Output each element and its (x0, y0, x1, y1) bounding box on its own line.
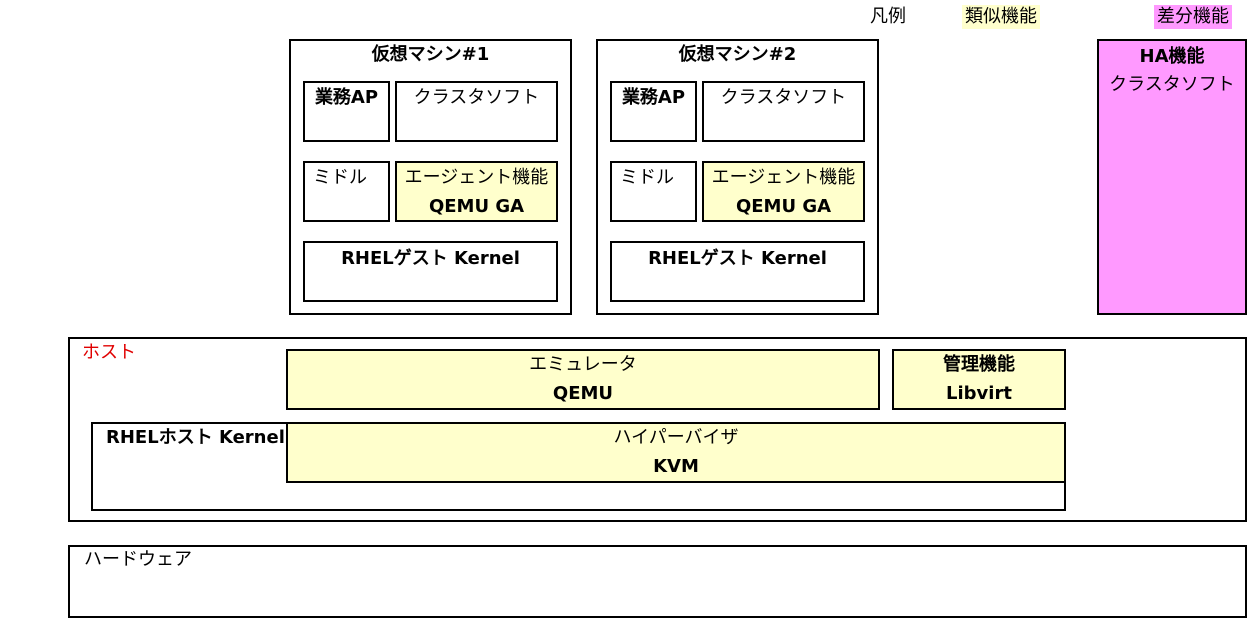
vm2-agent-sub: QEMU GA (735, 196, 832, 217)
vm1-kernel-label: RHELゲスト Kernel (341, 248, 520, 269)
legend-similar-chip: 類似機能 (962, 5, 1040, 29)
hypervisor-sub: KVM (653, 456, 699, 477)
vm1-middle-box: ミドル (303, 161, 390, 222)
vm2-kernel-label: RHELゲスト Kernel (648, 248, 827, 269)
hypervisor-box: ハイパーバイザ KVM (286, 422, 1066, 483)
host-kernel-label: RHELホスト Kernel (106, 427, 285, 448)
mgmt-label: 管理機能 (943, 354, 1015, 375)
vm1-agent-box: エージェント機能 QEMU GA (395, 161, 558, 222)
legend-title: 凡例 (870, 6, 906, 27)
vm2-cluster-label: クラスタソフト (720, 87, 847, 108)
emulator-sub: QEMU (552, 383, 614, 404)
vm2-agent-label: エージェント機能 (711, 167, 856, 188)
legend-diff-chip: 差分機能 (1154, 5, 1232, 29)
host-label: ホスト (82, 342, 136, 363)
vm2-agent-box: エージェント機能 QEMU GA (702, 161, 865, 222)
emulator-label: エミュレータ (529, 354, 637, 375)
mgmt-sub: Libvirt (946, 383, 1012, 404)
ha-title: HA機能 (1139, 46, 1205, 67)
emulator-box: エミュレータ QEMU (286, 349, 880, 410)
vm1-app-box: 業務AP (303, 81, 390, 142)
vm1-title: 仮想マシン#1 (371, 44, 490, 65)
vm1-cluster-box: クラスタソフト (395, 81, 558, 142)
ha-subtitle: クラスタソフト (1109, 74, 1235, 95)
hardware-box (68, 545, 1247, 618)
vm1-agent-label: エージェント機能 (404, 167, 549, 188)
vm1-kernel-box: RHELゲスト Kernel (303, 241, 558, 302)
vm2-middle-label: ミドル (620, 167, 674, 188)
hardware-label: ハードウェア (84, 549, 192, 570)
vm1-agent-sub: QEMU GA (428, 196, 525, 217)
vm1-cluster-label: クラスタソフト (413, 87, 540, 108)
vm1-app-label: 業務AP (314, 87, 379, 108)
mgmt-box: 管理機能 Libvirt (892, 349, 1066, 410)
vm2-kernel-box: RHELゲスト Kernel (610, 241, 865, 302)
ha-box: HA機能 クラスタソフト (1097, 39, 1247, 315)
vm2-cluster-box: クラスタソフト (702, 81, 865, 142)
vm2-middle-box: ミドル (610, 161, 697, 222)
vm2-app-box: 業務AP (610, 81, 697, 142)
vm1-middle-label: ミドル (313, 167, 367, 188)
vm2-app-label: 業務AP (621, 87, 686, 108)
vm2-title: 仮想マシン#2 (678, 44, 797, 65)
hypervisor-label: ハイパーバイザ (613, 427, 739, 448)
